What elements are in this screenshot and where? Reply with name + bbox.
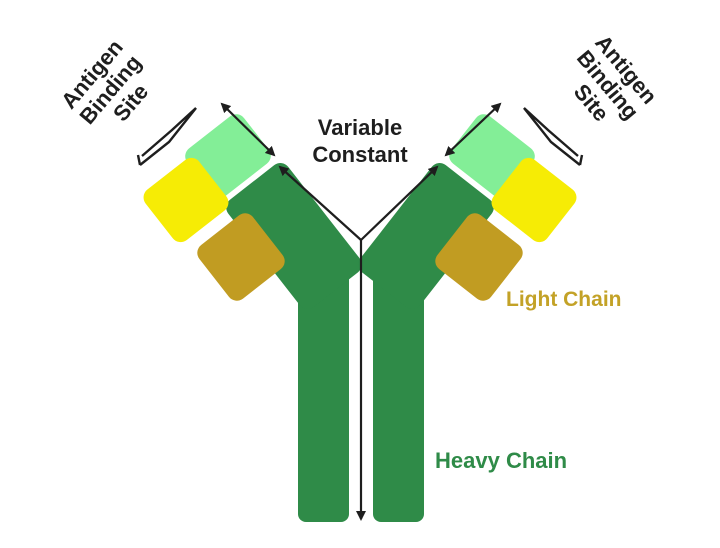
antigen-bracket-left-cap [136, 154, 142, 166]
light-variable-region-left [143, 157, 229, 243]
heavy-chain-stem-left [298, 268, 349, 522]
heavy-chain-arm-left [226, 163, 362, 309]
antigen-bracket-right [523, 107, 581, 166]
light-chain-label: Light Chain [506, 288, 621, 311]
light-constant-region-left [197, 213, 285, 301]
light-constant-region-right [435, 213, 523, 301]
outline-arm-left [278, 165, 362, 241]
antigen-binding-site-label-left: Antigen Binding Site [56, 30, 168, 144]
variable-arrow-left [220, 102, 276, 157]
antigen-binding-site-label-right: Antigen Binding Site [553, 30, 665, 144]
variable-arrow-right [444, 102, 502, 157]
light-variable-region-right [491, 157, 577, 243]
antigen-bracket-right-cap [578, 154, 584, 166]
variable-label: Variable [318, 115, 402, 140]
constant-label: Constant [312, 142, 408, 167]
antigen-bracket-left [139, 107, 197, 166]
outline-arm-right [360, 165, 439, 241]
heavy-chain-arm-right [358, 163, 494, 309]
heavy-chain-label: Heavy Chain [435, 448, 567, 473]
heavy-chain-stem-right [373, 268, 424, 522]
